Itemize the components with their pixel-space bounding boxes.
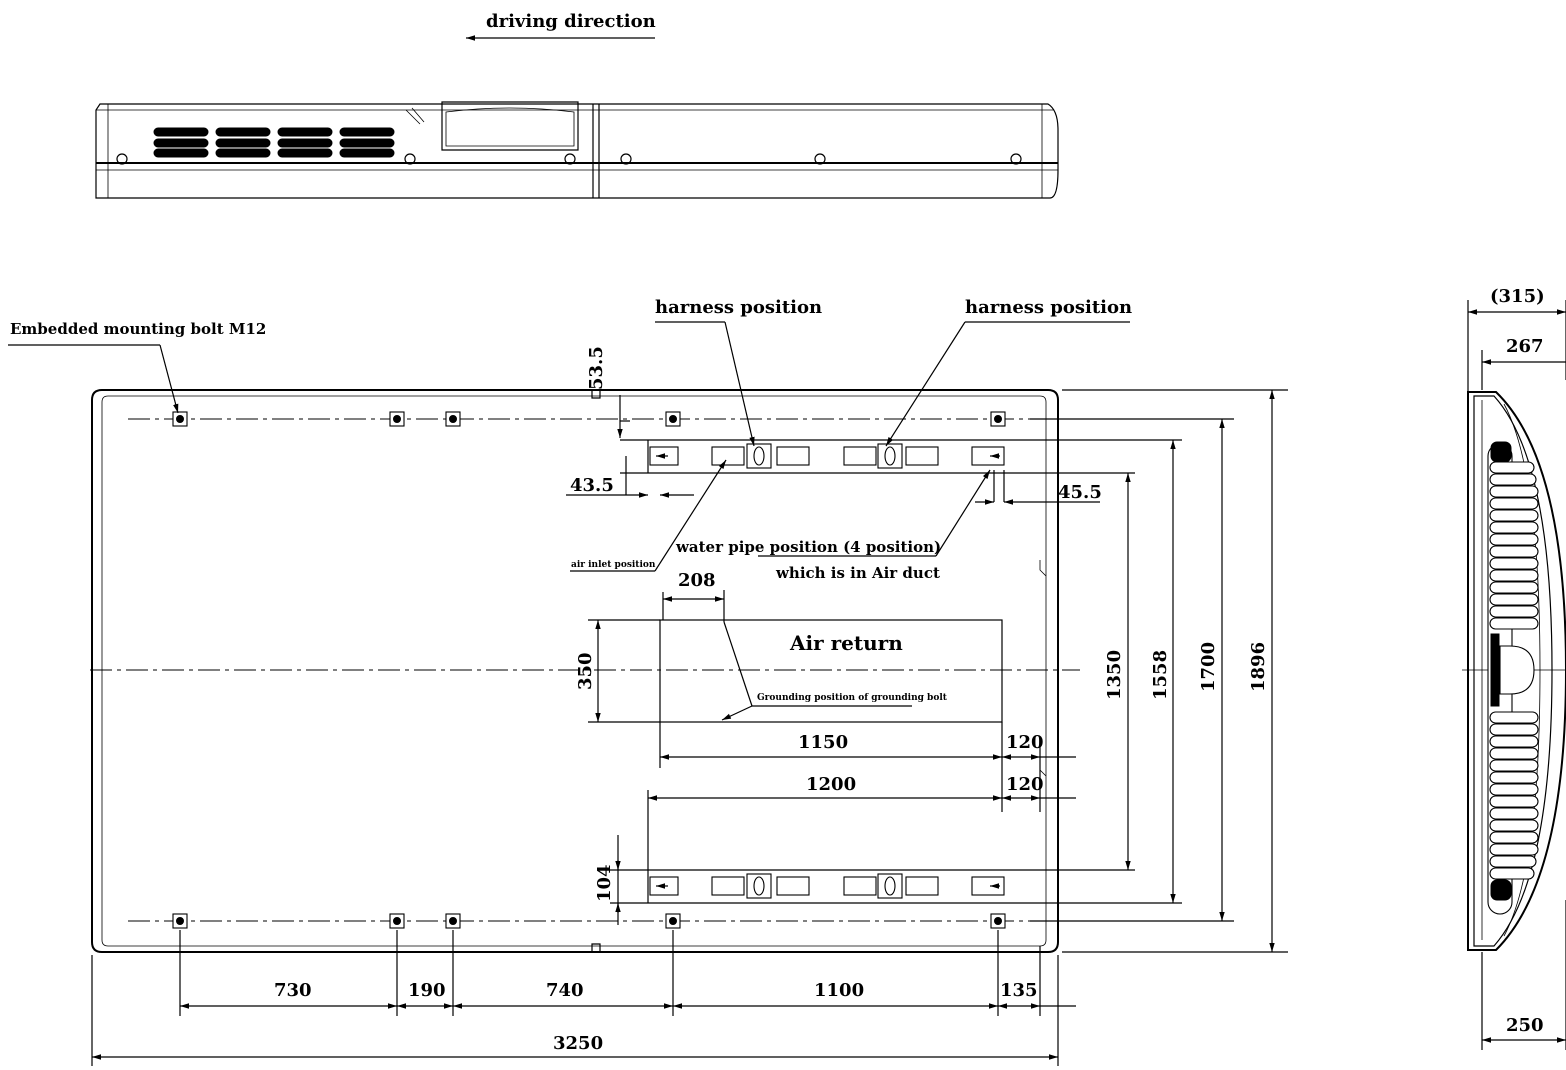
dim-730: 730 xyxy=(274,980,312,1001)
dimension-lines xyxy=(92,390,1275,1060)
dim-740: 740 xyxy=(546,980,584,1001)
air-inlet-label: air inlet position xyxy=(571,560,656,570)
dim-190: 190 xyxy=(408,980,446,1001)
harness-position-label-2: harness position xyxy=(965,297,1132,318)
harness-position-label-1: harness position xyxy=(655,297,822,318)
dim-1558: 1558 xyxy=(1150,650,1171,700)
dim-135: 135 xyxy=(1000,980,1038,1001)
air-return-label: Air return xyxy=(789,631,903,655)
water-pipe-label-1: water pipe position (4 position) xyxy=(675,538,941,556)
dim-267: 267 xyxy=(1506,336,1544,357)
dim-250: 250 xyxy=(1506,1015,1544,1036)
bottom-air-duct xyxy=(610,869,1182,904)
embedded-bolt-label: Embedded mounting bolt M12 xyxy=(10,320,266,338)
dim-1700: 1700 xyxy=(1198,642,1219,692)
dim-53-5: 53.5 xyxy=(586,346,607,390)
end-view-fins xyxy=(1489,461,1539,880)
end-view xyxy=(1462,300,1566,1050)
dim-3250: 3250 xyxy=(553,1033,603,1054)
side-grille-slots xyxy=(153,127,395,158)
dim-120-a: 120 xyxy=(1006,732,1044,753)
mounting-bolts xyxy=(172,411,1006,929)
grounding-label: Grounding position of grounding bolt xyxy=(757,693,948,703)
air-return-area xyxy=(659,619,1003,723)
dim-350: 350 xyxy=(575,652,596,690)
top-view xyxy=(90,389,1288,1066)
dim-104: 104 xyxy=(594,864,615,902)
dim-1350: 1350 xyxy=(1104,650,1125,700)
driving-direction-label: driving direction xyxy=(486,11,656,32)
dim-208: 208 xyxy=(678,570,716,591)
leader-lines xyxy=(8,321,1130,721)
dim-1100: 1100 xyxy=(814,980,864,1001)
annotations: Embedded mounting bolt M12 harness posit… xyxy=(10,286,1545,1054)
dim-43-5: 43.5 xyxy=(570,475,614,496)
top-air-duct xyxy=(620,439,1182,474)
dim-45-5: 45.5 xyxy=(1058,482,1102,503)
dim-315: (315) xyxy=(1490,286,1545,307)
driving-direction: driving direction xyxy=(466,11,656,41)
dim-120-b: 120 xyxy=(1006,774,1044,795)
dim-1200: 1200 xyxy=(806,774,856,795)
dim-1896: 1896 xyxy=(1248,642,1269,692)
side-view xyxy=(95,101,1059,199)
dim-1150: 1150 xyxy=(798,732,848,753)
water-pipe-label-2: which is in Air duct xyxy=(775,564,940,582)
